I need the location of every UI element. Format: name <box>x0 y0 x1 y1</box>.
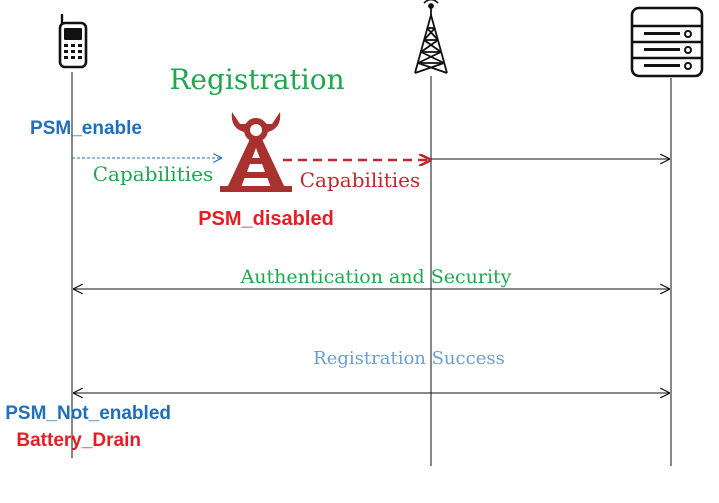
server-rack-icon <box>630 6 704 78</box>
rogue-base-station-icon <box>220 112 292 192</box>
attacker-capabilities-label: Capabilities <box>300 168 420 192</box>
battery-drain-label: Battery_Drain <box>16 430 141 451</box>
ue-capabilities-label: Capabilities <box>93 162 213 186</box>
registration-success-label: Registration Success <box>313 348 505 369</box>
psm-not-enabled-label: PSM_Not_enabled <box>5 403 171 424</box>
mobile-phone-icon <box>58 13 88 69</box>
auth-security-label: Authentication and Security <box>240 266 512 288</box>
psm-disabled-label: PSM_disabled <box>198 208 334 230</box>
cell-tower-icon <box>414 0 448 74</box>
diagram-title: Registration <box>169 63 344 96</box>
psm-enable-label: PSM_enable <box>30 118 142 139</box>
